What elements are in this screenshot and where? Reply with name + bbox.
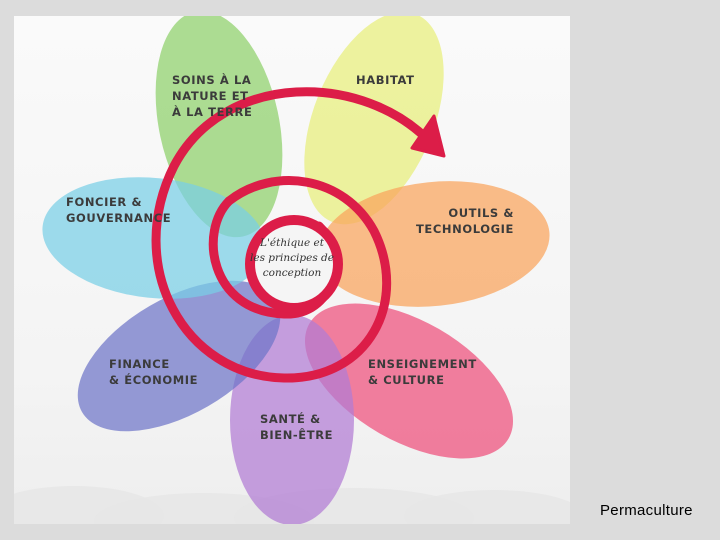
center-label-line: les principes de [250,252,334,264]
spiral-arrowhead [410,114,446,158]
center-label-line: L'éthique et [259,237,325,249]
spiral-outer-arc [151,87,437,383]
petal-label-line: FINANCE [109,357,170,371]
petals [42,16,550,524]
petal-label-line: GOUVERNANCE [66,211,171,225]
petal-label-outils: OUTILS & TECHNOLOGIE [416,206,514,236]
petal-label-habitat: HABITAT [356,73,415,87]
petal-sante [230,315,354,524]
petal-label-sante: SANTÉ &BIEN-ÊTRE [260,411,333,442]
petal-label-line: SANTÉ & [260,411,321,426]
petal-label-line: BIEN-ÊTRE [260,427,333,442]
petal-label-foncier: FONCIER & GOUVERNANCE [66,195,171,225]
petal-label-line: TECHNOLOGIE [416,222,514,236]
petal-finance [77,280,281,432]
center-label-line: conception [263,267,322,279]
petal-nature [155,16,283,238]
petal-label-line: À LA TERRE [172,104,252,119]
petal-label-line: SOINS À LA [172,72,251,87]
slide-caption: Permaculture [600,502,693,519]
petal-habitat [304,16,444,225]
petal-label-finance: FINANCE& ÉCONOMIE [109,357,198,387]
petal-label-line: & CULTURE [368,373,445,387]
petal-outils [318,181,550,307]
petal-label-line: & ÉCONOMIE [109,372,198,387]
petal-label-line: FONCIER & [66,195,142,209]
petal-label-line: OUTILS & [448,206,514,220]
petal-label-line: ENSEIGNEMENT [368,357,477,371]
petal-label-line: HABITAT [356,73,415,87]
petal-label-enseignement: ENSEIGNEMENT & CULTURE [368,357,477,387]
center-label: L'éthique et les principes de conception [250,237,334,279]
petal-enseignement [304,303,514,459]
center-disc [245,215,343,313]
petal-label-line: NATURE ET [172,89,249,103]
